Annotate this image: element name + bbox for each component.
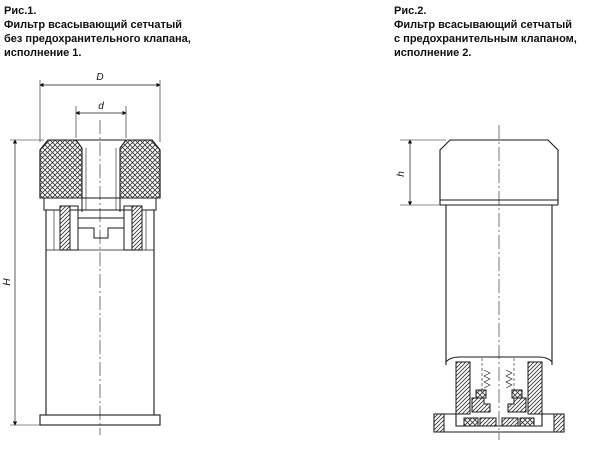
figure1-caption: Рис.1. Фильтр всасывающий сетчатый без п… [4,4,191,60]
figure1-caption-line: Фильтр всасывающий сетчатый [4,19,182,31]
dimension-d-label: d [98,101,104,112]
dimension-H-label: H [2,278,13,286]
figure2-caption-line: с предохранительным клапаном, [394,33,577,45]
figure2-caption: Рис.2. Фильтр всасывающий сетчатый с пре… [394,4,577,60]
figure1-caption-line: Рис.1. [4,5,37,17]
dimension-D [39,80,161,142]
figure2-caption-line: исполнение 2. [394,47,472,59]
dimension-d [75,106,127,138]
figure1-caption-line: исполнение 1. [4,47,82,59]
figure1-caption-line: без предохранительного клапана, [4,33,191,45]
dimension-h [400,139,446,206]
dimension-H [10,139,44,426]
figure2-caption-line: Рис.2. [394,5,427,17]
dimension-h-label: h [396,171,407,177]
figure2-caption-line: Фильтр всасывающий сетчатый [394,19,572,31]
figure2-drawing [400,125,565,440]
figure1-drawing [10,80,161,435]
dimension-D-label: D [96,72,103,83]
